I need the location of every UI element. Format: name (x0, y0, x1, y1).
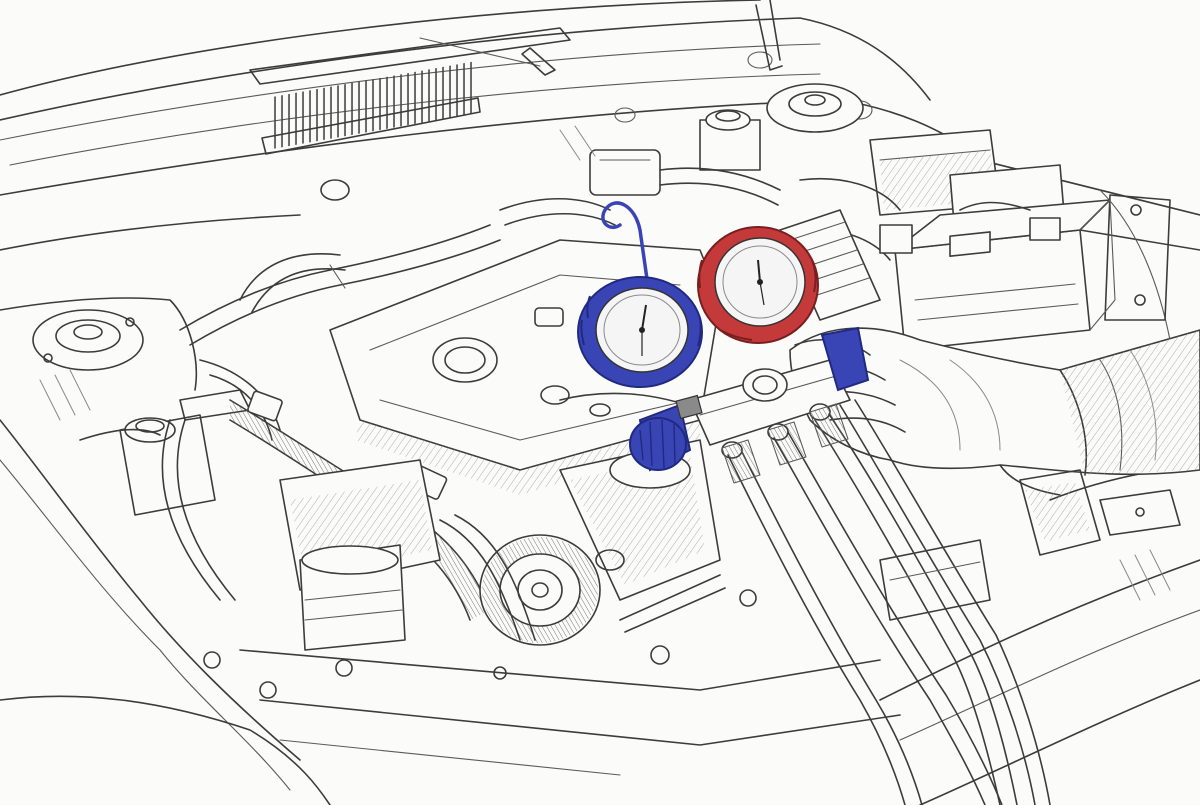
oil-filler-cap (432, 337, 498, 383)
lower-engine (279, 392, 726, 651)
manifold-body (689, 359, 851, 446)
car-body (0, 149, 1200, 805)
low-side-valve-knob (629, 394, 703, 472)
hanger-hook (601, 201, 652, 302)
right-lower-brackets (879, 469, 1181, 621)
charging-hoses (721, 399, 1051, 805)
high-side-valve-knob (820, 326, 870, 392)
left-strut-tower (32, 309, 144, 371)
high-side-needle (757, 259, 761, 283)
sketch-shading (39, 125, 1171, 601)
battery (879, 199, 1116, 351)
low-side-gauge (577, 276, 703, 388)
high-side-gauge (697, 226, 819, 344)
cowl-grille (270, 61, 475, 150)
open-hood (0, 0, 971, 201)
alternator (479, 534, 601, 646)
firewall-hoses (179, 149, 781, 346)
low-side-needle (641, 304, 647, 331)
ac-manifold-gauge-set (577, 201, 870, 472)
technician-gloved-hand (789, 327, 1200, 496)
fluid-reservoir (699, 109, 761, 171)
right-strut-tower (766, 83, 864, 133)
